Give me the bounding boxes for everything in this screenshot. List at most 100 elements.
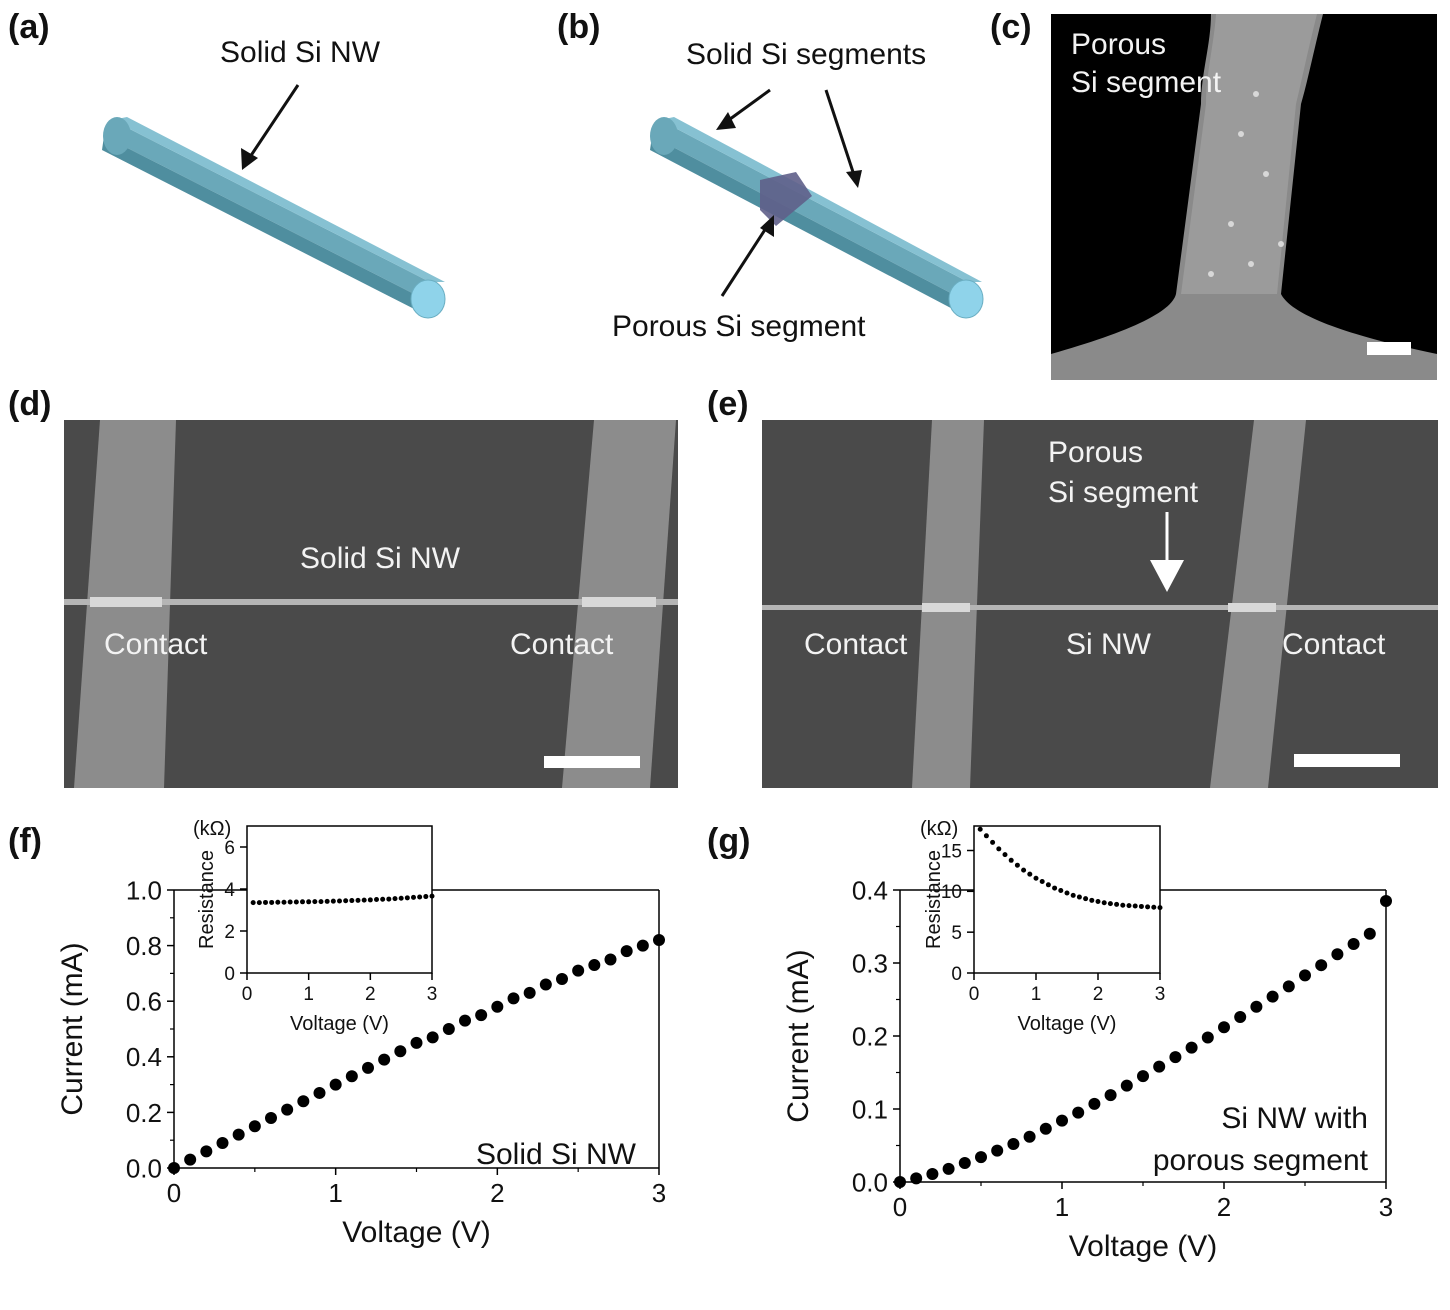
g-main-y-tick-label: 0.3 (852, 948, 888, 978)
g-inset-data-point (1014, 862, 1020, 868)
f-inset-data-point (367, 897, 373, 903)
g-main-x-axis-label: Voltage (V) (1069, 1230, 1217, 1263)
f-main-data-point (507, 992, 520, 1005)
g-inset-data-point (1008, 857, 1014, 863)
g-main-data-point (1234, 1011, 1247, 1024)
g-inset-data-point (1064, 890, 1070, 896)
panel-a-label: (a) (8, 8, 50, 46)
g-main-data-point (894, 1176, 906, 1188)
g-inset-x-axis-label: Voltage (V) (1018, 1013, 1117, 1035)
panel-c-label: (c) (990, 8, 1032, 46)
f-main-data-point (281, 1103, 294, 1116)
f-inset-data-point (337, 898, 342, 904)
g-inset-y-tick-label: 5 (951, 923, 962, 944)
f-main-data-point (297, 1095, 310, 1108)
g-main-data-point (975, 1151, 987, 1164)
g-inset-data-point (1126, 903, 1132, 909)
g-inset-x-tick-label: 0 (969, 984, 980, 1005)
g-inset-data-point (1089, 897, 1095, 903)
g-main-data-point (1056, 1114, 1068, 1127)
f-inset-data-point (429, 893, 435, 899)
f-inset-data-point (423, 894, 429, 900)
f-main-data-point (523, 986, 536, 999)
panel-e-porous-label-line2: Si segment (1048, 476, 1199, 509)
f-main-x-tick-label: 0 (167, 1178, 181, 1208)
panel-c-porous-label-line2: Si segment (1071, 66, 1222, 99)
g-inset-data-point (1157, 905, 1163, 911)
f-main-data-point (200, 1145, 213, 1158)
g-inset-data-point (1138, 903, 1144, 909)
g-main-data-point (1380, 894, 1392, 907)
g-inset-data-point (1101, 900, 1107, 906)
g-inset-y-axis-label: Resistance (923, 850, 945, 949)
g-main-data-point (1169, 1051, 1182, 1064)
g-main-data-point (1088, 1097, 1101, 1110)
f-inset-y-tick-label: 2 (224, 922, 235, 943)
g-inset-data-point (990, 839, 996, 845)
panel-d-nanowire-label: Solid Si NW (300, 542, 461, 575)
g-inset-data-point (1107, 901, 1113, 907)
f-main-data-point (248, 1120, 261, 1133)
panel-e-nanowire-label: Si NW (1066, 628, 1151, 661)
g-main-data-point (958, 1157, 971, 1170)
g-inset-y-tick-label: 0 (951, 964, 962, 985)
f-inset-data-point (398, 895, 404, 901)
g-main-x-tick-label: 1 (1055, 1192, 1069, 1222)
g-inset-data-point (1076, 894, 1082, 900)
g-inset-data-point (1070, 892, 1076, 898)
panel-e-porous-label-line1: Porous (1048, 436, 1144, 469)
panel-g-label: (g) (707, 822, 751, 860)
f-inset-data-point (263, 899, 268, 905)
f-inset-x-tick-label: 3 (427, 984, 438, 1005)
f-main-data-point (620, 945, 633, 958)
f-inset-data-point (269, 899, 275, 905)
f-main-data-point (345, 1070, 358, 1083)
f-main-x-tick-label: 2 (490, 1178, 504, 1208)
g-inset-data-point (983, 833, 989, 839)
g-main-y-tick-label: 0.0 (852, 1167, 888, 1197)
f-inset-x-tick-label: 1 (303, 984, 314, 1005)
g-inset-y-tick-label: 15 (941, 841, 962, 862)
f-inset-x-axis-label: Voltage (V) (290, 1013, 389, 1035)
f-inset-unit-label: (kΩ) (193, 818, 231, 840)
panel-a-nanowire-drawing (102, 84, 446, 319)
g-inset-data-point (1002, 852, 1008, 858)
panel-d-contact-right-label: Contact (510, 628, 614, 661)
f-main-data-point (168, 1162, 180, 1174)
g-inset-data-point (1033, 875, 1039, 881)
f-main-data-point (362, 1061, 374, 1074)
g-main-x-tick-label: 2 (1217, 1192, 1231, 1222)
f-main-data-point (459, 1014, 471, 1027)
g-inset-data-point (1058, 888, 1064, 894)
f-inset-data-point (300, 899, 305, 905)
f-main-data-point (265, 1111, 277, 1124)
f-main-annotation: Solid Si NW (476, 1138, 637, 1171)
f-inset-data-point (324, 898, 330, 904)
g-main-data-point (1299, 969, 1311, 982)
g-main-data-point (1347, 938, 1360, 951)
g-inset-data-point (1021, 867, 1027, 873)
panel-e-sem-image (762, 420, 1438, 788)
panel-b-solid-segments-label: Solid Si segments (686, 38, 927, 71)
f-inset-data-point (275, 899, 281, 905)
f-main-data-point (556, 972, 568, 985)
g-inset-data-point (1151, 904, 1157, 910)
g-inset-data-point (1052, 885, 1058, 891)
f-main-data-point (636, 939, 649, 952)
f-inset-data-point (293, 899, 299, 905)
g-inset-data-point (1027, 871, 1033, 877)
f-inset-data-point (392, 896, 398, 902)
f-inset-y-axis-label: Resistance (196, 850, 218, 949)
f-inset-data-point (349, 898, 355, 904)
f-main-data-point (394, 1045, 407, 1058)
f-inset-data-point (256, 900, 262, 906)
f-main-y-axis-label: Current (mA) (56, 942, 89, 1115)
f-main-data-point (216, 1136, 229, 1149)
f-inset-data-point (361, 897, 367, 903)
g-main-data-point (1266, 990, 1279, 1003)
f-main-data-point (588, 959, 601, 972)
f-main-data-point (475, 1009, 488, 1022)
g-main-data-point (1039, 1122, 1052, 1135)
panel-e-contact-left-label: Contact (804, 628, 908, 661)
